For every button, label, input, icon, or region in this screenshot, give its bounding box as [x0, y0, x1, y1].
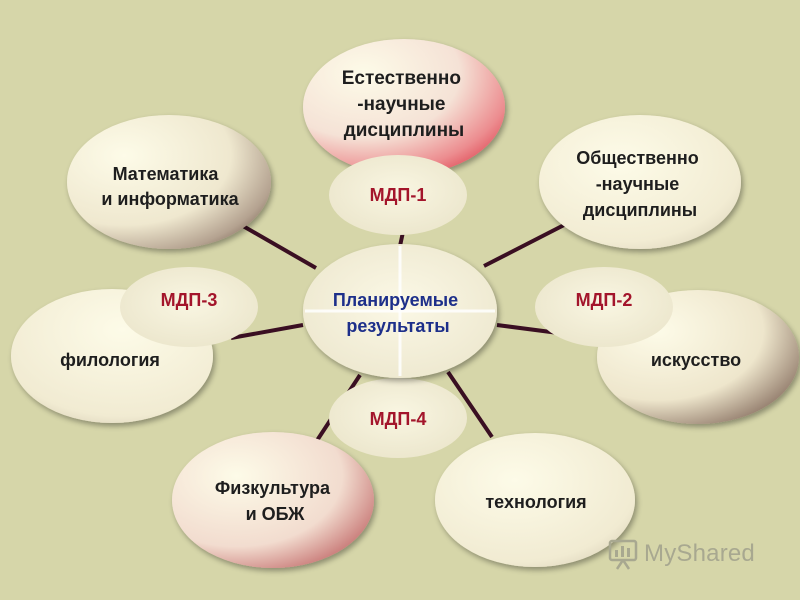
svg-text:Физкультура и ОБЖ: Физкультура и ОБЖ [215, 478, 335, 524]
watermark-text: MyShared [644, 540, 755, 567]
node-philology: филология [60, 350, 160, 370]
mdp-3: МДП-3 [120, 267, 258, 347]
svg-text:Планируемые результаты: Планируемые результаты [333, 290, 463, 336]
mdp-2: МДП-2 [535, 267, 673, 347]
mdp-1-shape [329, 155, 467, 235]
mdp-3-label: МДП-3 [161, 290, 218, 310]
center-node: Планируемые результаты [303, 244, 497, 378]
node-technology: технология [485, 492, 586, 512]
node-art: искусство [651, 350, 741, 370]
node-natural-sciences: Естественно -научные дисциплины [342, 68, 467, 141]
center-label: результаты [346, 316, 449, 336]
node-label: искусство [651, 350, 741, 370]
node-label: технология [485, 492, 586, 512]
mdp-4: МДП-4 [329, 378, 467, 458]
mdp-1: МДП-1 [329, 155, 467, 235]
center-label: Планируемые [333, 290, 458, 310]
mdp-4-shape [329, 378, 467, 458]
connector-technology [446, 370, 494, 439]
connector-math-cs [242, 224, 317, 270]
mdp-4-label: МДП-4 [370, 409, 427, 429]
node-label: -научные [596, 174, 680, 194]
connector-philology [230, 323, 304, 340]
mdp-2-label: МДП-2 [576, 290, 633, 310]
node-natural-sciences-shape [303, 39, 505, 175]
node-label: Общественно [576, 148, 698, 168]
node-math-cs: Математика и информатика [101, 164, 239, 209]
svg-text:искусство: искусство [651, 350, 741, 370]
node-technology-shape [435, 433, 635, 567]
node-label: филология [60, 350, 160, 370]
node-label: -научные [357, 94, 445, 115]
connector-social-sciences [483, 222, 567, 268]
node-label: Математика [113, 164, 220, 184]
svg-text:технология: технология [485, 492, 586, 512]
node-social-sciences-shape [539, 115, 741, 249]
svg-text:Общественно -научные: Общественно -научные дисциплины [576, 148, 704, 220]
node-label: и информатика [101, 189, 239, 209]
node-label: дисциплины [583, 200, 697, 220]
node-label: и ОБЖ [246, 504, 306, 524]
svg-text:филология: филология [60, 350, 160, 370]
node-pe-safety: Физкультура и ОБЖ [215, 478, 335, 524]
node-math-cs-shape [67, 115, 271, 249]
node-label: Естественно [342, 68, 461, 89]
node-label: дисциплины [344, 120, 465, 141]
node-pe-safety-shape [172, 432, 374, 568]
mdp-1-label: МДП-1 [370, 185, 427, 205]
svg-text:Естественно -научные: Естественно -научные дисциплины [342, 68, 467, 141]
watermark: MyShared [608, 537, 755, 571]
svg-text:Математика и информатика: Математика и информатика [101, 164, 239, 209]
mdp-2-shape [535, 267, 673, 347]
mdp-3-shape [120, 267, 258, 347]
node-label: Физкультура [215, 478, 331, 498]
node-social-sciences: Общественно -научные дисциплины [576, 148, 704, 220]
presentation-board-icon [608, 539, 638, 570]
